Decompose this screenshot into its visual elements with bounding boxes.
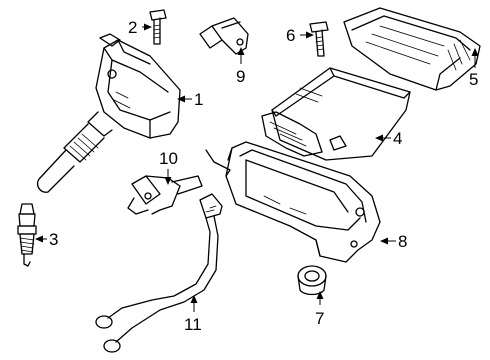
module-cover-part <box>343 7 481 91</box>
callout-8: 8 <box>398 232 407 251</box>
bolt-part <box>149 9 167 45</box>
callout-10: 10 <box>159 149 178 168</box>
wiring-harness-part <box>95 193 223 353</box>
callout-labels: 1 2 3 4 5 6 7 8 9 10 11 <box>49 18 478 334</box>
grommet-part <box>297 265 327 296</box>
bolt-part <box>309 21 329 57</box>
callout-3: 3 <box>49 230 58 249</box>
callout-11: 11 <box>184 315 202 334</box>
spark-plug-part <box>17 203 37 267</box>
ignition-coil-part <box>36 33 181 193</box>
callout-5: 5 <box>469 70 478 89</box>
callout-7: 7 <box>315 309 324 328</box>
callout-6: 6 <box>286 26 295 45</box>
sensor-part <box>199 17 249 55</box>
sensor-part <box>127 175 203 215</box>
callout-9: 9 <box>236 67 245 86</box>
module-tray-part <box>205 141 381 263</box>
callout-4: 4 <box>393 129 402 148</box>
control-module-part <box>261 67 411 161</box>
callout-leaders <box>35 23 479 312</box>
callout-2: 2 <box>128 18 137 37</box>
callout-1: 1 <box>194 90 203 109</box>
